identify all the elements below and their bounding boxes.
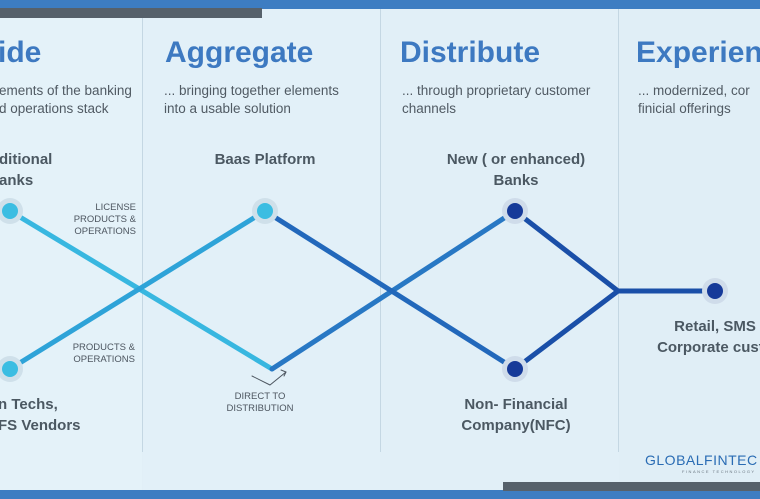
flow-line-baas-to-nfc	[262, 208, 518, 372]
heading-provide: ide	[0, 36, 42, 69]
column-divider	[142, 0, 143, 452]
bottom-dark-bar	[503, 482, 760, 491]
subheading-aggregate: ... bringing together elements into a us…	[164, 83, 339, 116]
column-divider	[380, 0, 381, 452]
node-traditional-banks-dot	[2, 203, 18, 219]
logo-text: GLOBALFINTEC	[645, 452, 758, 468]
bottom-accent-bar	[0, 490, 760, 499]
flow-line-new-banks-to-merge	[512, 208, 621, 294]
label-fintechs: n Techs, FS Vendors	[0, 396, 81, 434]
label-new-banks: New ( or enhanced) Banks	[446, 151, 586, 189]
subheading-provide: ements of the banking d operations stack	[0, 83, 132, 116]
label-baas-platform: Baas Platform	[214, 151, 316, 168]
node-new-banks-dot	[507, 203, 523, 219]
heading-aggregate: Aggregate	[165, 36, 314, 69]
subheading-distribute: ... through proprietary customer channel…	[402, 83, 591, 116]
node-retail-dot	[707, 283, 723, 299]
node-baas-platform-dot	[257, 203, 273, 219]
node-nfc-dot	[507, 361, 523, 377]
annotation-license: LICENSE PRODUCTS & OPERATIONS	[73, 202, 136, 237]
heading-experience: Experien	[636, 36, 760, 69]
top-accent-bar	[0, 0, 760, 9]
annotation-products: PRODUCTS & OPERATIONS	[72, 342, 135, 365]
label-traditional-banks: ditional anks	[0, 151, 53, 189]
node-fintechs-dot	[2, 361, 18, 377]
label-nfc: Non- Financial Company(NFC)	[461, 396, 571, 434]
direct-arrow-head	[280, 369, 287, 377]
flow-line-nfc-to-merge	[512, 288, 621, 372]
label-retail: Retail, SMS Corporate custo	[657, 318, 760, 356]
subheading-experience: ... modernized, cor finicial offerings	[638, 83, 750, 116]
top-dark-bar	[0, 8, 262, 18]
annotation-direct: DIRECT TO DISTRIBUTION	[226, 391, 294, 414]
column-divider	[618, 0, 619, 452]
direct-arrow	[251, 371, 287, 386]
logo-tagline: FINANCE TECHNOLOGY	[682, 469, 756, 474]
column-4-background	[619, 0, 760, 490]
flow-line-fintech-to-baas	[7, 208, 268, 372]
column-3-background	[381, 0, 618, 490]
column-2-background	[143, 0, 380, 490]
heading-distribute: Distribute	[400, 36, 541, 69]
